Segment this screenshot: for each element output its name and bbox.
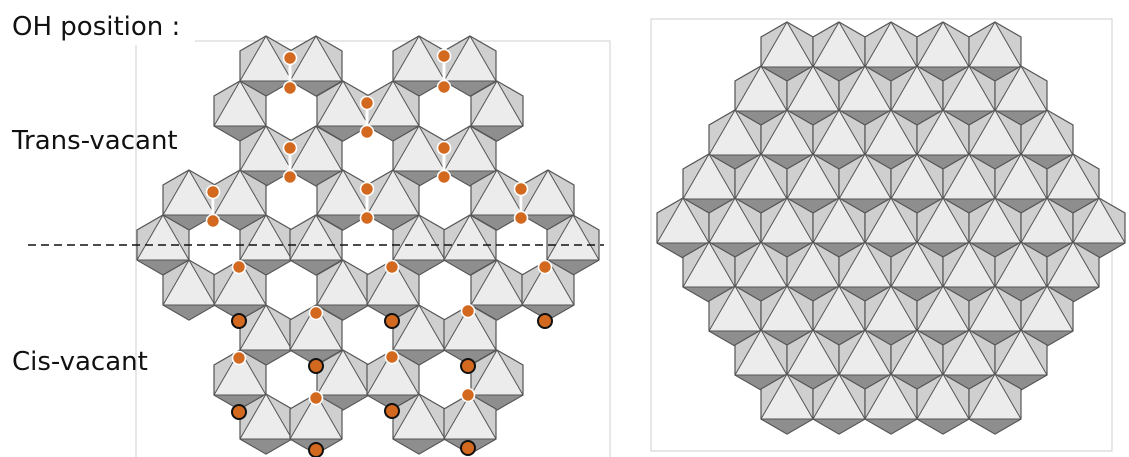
octahedron-face: [163, 305, 215, 320]
oh-marker-trans: [515, 183, 528, 196]
oh-marker-trans: [361, 183, 374, 196]
oh-marker-trans: [386, 351, 399, 364]
octahedron-face: [969, 419, 1021, 434]
oh-marker-cis: [309, 443, 323, 457]
oh-marker-trans: [539, 261, 552, 274]
oh-marker-cis: [232, 314, 246, 328]
octahedron-face: [240, 439, 292, 454]
oh-marker-trans: [284, 52, 297, 65]
oh-marker-cis: [461, 441, 475, 455]
trioctahedral-sheet: [657, 22, 1125, 434]
oh-marker-cis: [538, 314, 552, 328]
oh-marker-trans: [361, 212, 374, 225]
octahedron-face: [393, 439, 445, 454]
oh-marker-trans: [462, 389, 475, 402]
oh-marker-trans: [361, 97, 374, 110]
oh-marker-trans: [438, 50, 451, 63]
oh-marker-trans: [361, 126, 374, 139]
oh-marker-trans: [233, 352, 246, 365]
oh-marker-trans: [284, 171, 297, 184]
oh-marker-trans: [438, 81, 451, 94]
oh-marker-trans: [284, 82, 297, 95]
oh-marker-cis: [385, 314, 399, 328]
octahedron-face: [761, 419, 813, 434]
oh-marker-trans: [515, 212, 528, 225]
oh-marker-trans: [438, 171, 451, 184]
oh-marker-trans: [462, 305, 475, 318]
oh-marker-trans: [310, 307, 323, 320]
oh-marker-trans: [233, 261, 246, 274]
oh-marker-cis: [232, 405, 246, 419]
oh-marker-cis: [461, 359, 475, 373]
oh-marker-trans: [207, 186, 220, 199]
oh-marker-trans: [386, 261, 399, 274]
oh-marker-cis: [385, 404, 399, 418]
octahedron-face: [917, 419, 969, 434]
oh-marker-trans: [284, 142, 297, 155]
oh-marker-trans: [207, 215, 220, 228]
oh-marker-trans: [438, 142, 451, 155]
oh-marker-cis: [309, 359, 323, 373]
oh-marker-trans: [310, 392, 323, 405]
octahedron-face: [813, 419, 865, 434]
octahedron-face: [865, 419, 917, 434]
